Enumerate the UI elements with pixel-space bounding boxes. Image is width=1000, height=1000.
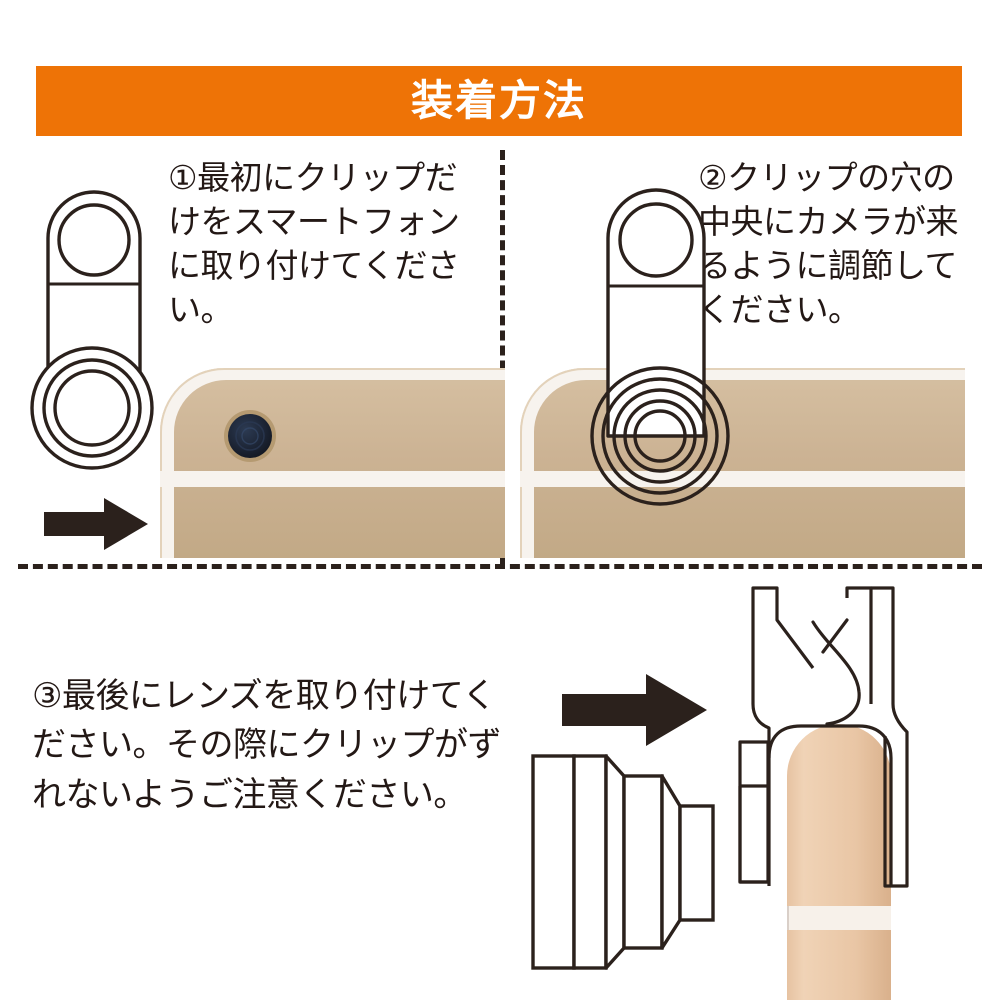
- horizontal-divider: [18, 564, 982, 569]
- step-1-text: ①最初にクリップだけをスマートフォンに取り付けてください。: [168, 159, 460, 328]
- page-title: 装着方法: [410, 77, 587, 124]
- step-2-text: ②クリップの穴の中央にカメラが来るように調節してください。: [698, 159, 959, 328]
- vertical-divider: [500, 150, 505, 566]
- clip-on-phone-side-view: [738, 586, 909, 1000]
- clip-icon-aligned: [590, 188, 730, 506]
- step-3-text: ③最後にレンズを取り付けてください。その際にクリップがずれないようご注意ください…: [32, 677, 502, 814]
- lens-icon: [531, 754, 715, 970]
- arrow-right-icon: [44, 498, 148, 550]
- smartphone-back: [160, 368, 505, 558]
- arrow-right-icon-step3: [562, 674, 707, 746]
- clip-icon: [30, 190, 154, 470]
- title-banner: 装着方法: [36, 66, 962, 136]
- smartphone-back-step2: [520, 368, 965, 558]
